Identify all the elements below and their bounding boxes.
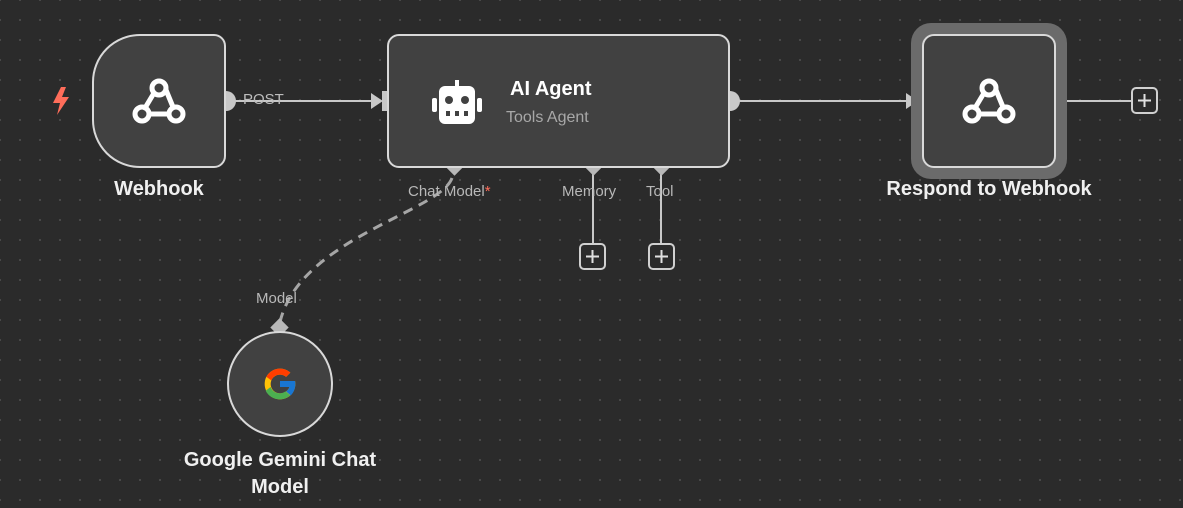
ai-agent-node[interactable]: AI Agent Tools Agent	[387, 34, 730, 168]
respond-to-webhook-node[interactable]	[922, 34, 1056, 168]
webhook-icon	[130, 74, 188, 128]
required-marker: *	[484, 183, 491, 200]
ai-agent-title: AI Agent	[510, 78, 592, 100]
webhook-method-label: POST	[243, 91, 284, 108]
google-gemini-chat-model-node[interactable]	[227, 331, 333, 437]
respond-node-label: Respond to Webhook	[886, 178, 1092, 200]
lightning-bolt-icon	[50, 86, 72, 121]
add-memory-button[interactable]	[579, 243, 606, 270]
ai-agent-subtitle: Tools Agent	[506, 109, 589, 126]
tool-port-label: Tool	[646, 183, 674, 200]
webhook-node[interactable]	[92, 34, 226, 168]
webhook-node-label: Webhook	[114, 178, 204, 200]
webhook-icon	[960, 74, 1018, 128]
plus-icon	[586, 250, 599, 263]
memory-port-label: Memory	[562, 183, 617, 200]
plus-icon	[655, 250, 668, 263]
chat-model-port-label: Chat Model*	[408, 183, 491, 200]
add-node-after-respond-button[interactable]	[1131, 87, 1158, 114]
robot-icon	[429, 80, 485, 131]
plus-icon	[1138, 94, 1151, 107]
google-g-icon	[260, 364, 300, 404]
gemini-node-label: Google Gemini Chat Model	[183, 449, 377, 498]
connection-arrowhead	[371, 93, 383, 109]
gemini-model-port-label: Model	[256, 290, 297, 307]
add-tool-button[interactable]	[648, 243, 675, 270]
